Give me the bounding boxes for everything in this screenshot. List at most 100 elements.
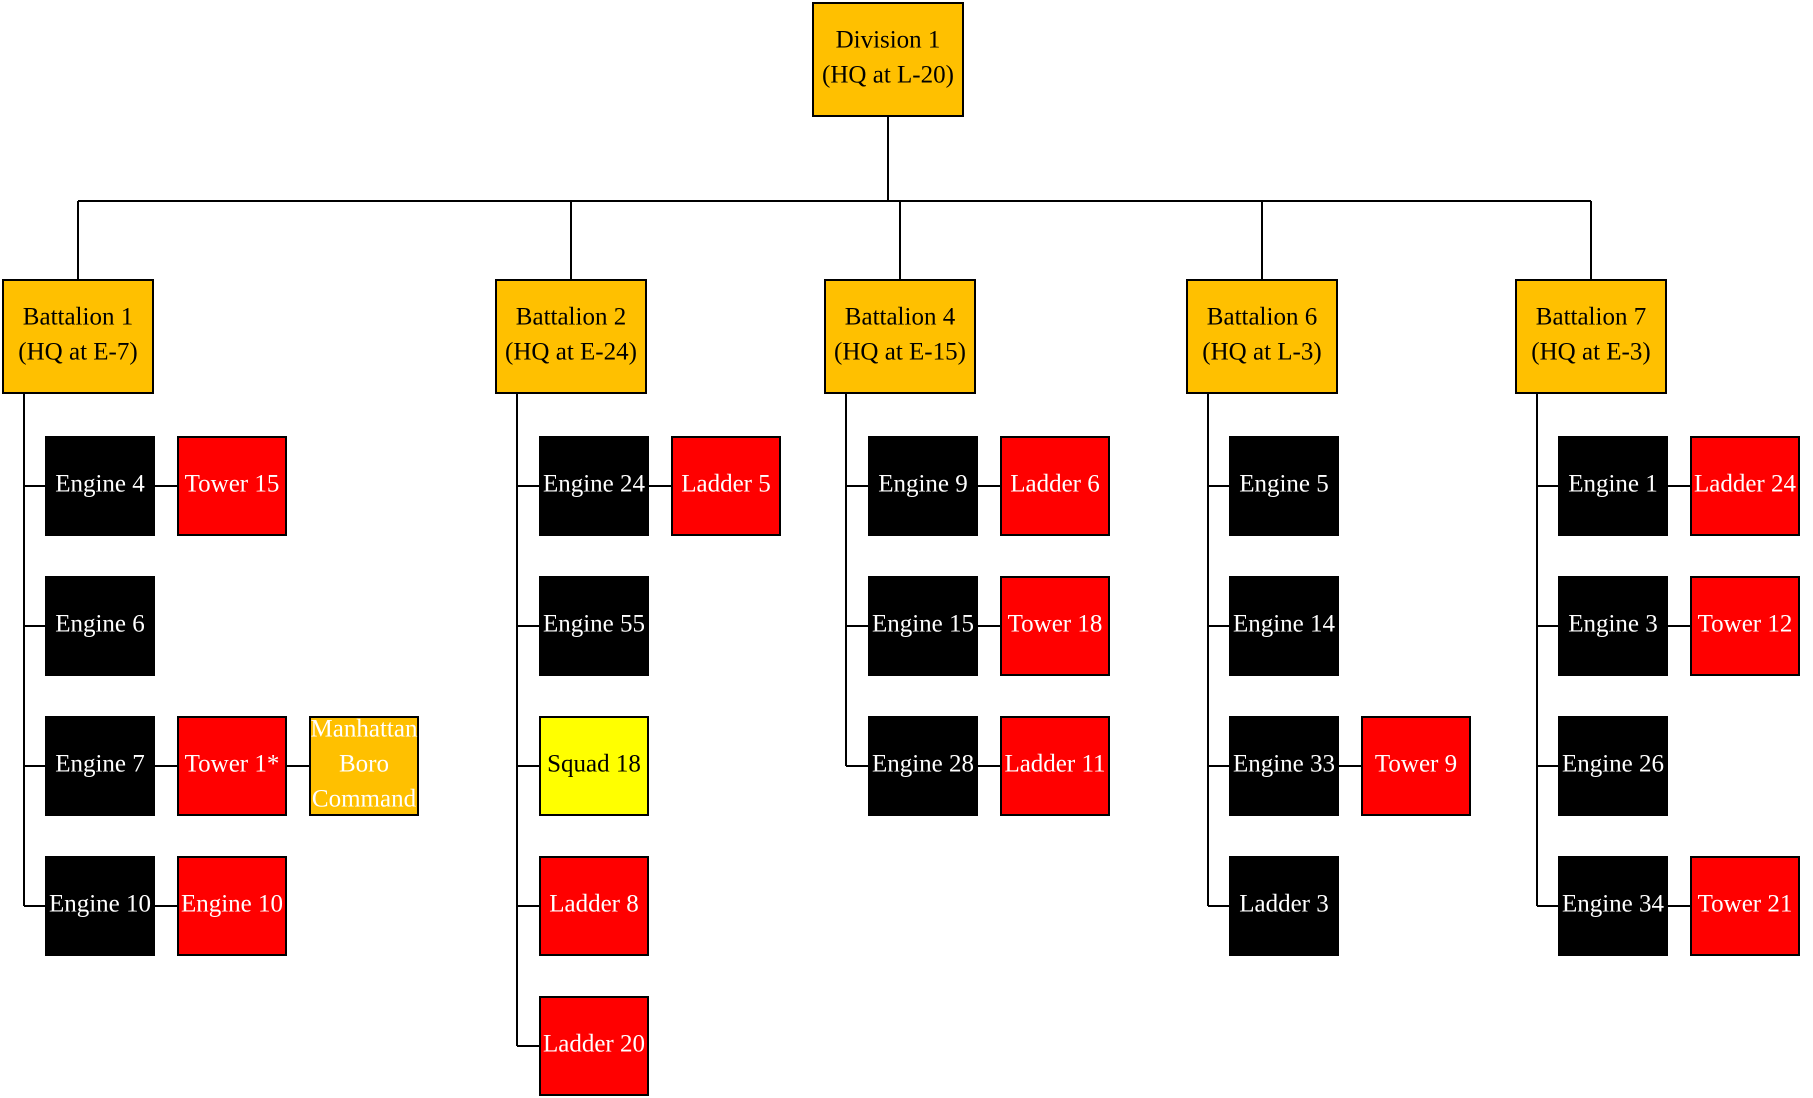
unit-tower-15: Tower 15 [177,436,287,536]
unit-engine-10: Engine 10 [177,856,287,956]
unit-tower-12-box [1690,576,1800,676]
unit-manhattan-boro-command-label: Command [312,786,417,813]
unit-ladder-5-label: Ladder 5 [681,471,771,498]
unit-engine-7: Engine 7 [45,716,155,816]
battalion-box-2-label: Battalion 2 [516,304,626,331]
unit-ladder-8-label: Ladder 8 [549,891,639,918]
unit-tower-18: Tower 18 [1000,576,1110,676]
battalion-box-1: Battalion 1 (HQ at E-7) [2,279,154,394]
unit-engine-24-box [539,436,649,536]
unit-engine-28-label: Engine 28 [872,751,974,778]
unit-squad-18: Squad 18 [539,716,649,816]
division-1-label: Division 1 [836,27,941,54]
unit-manhattan-boro-command-label: Manhattan [311,716,418,743]
unit-engine-34: Engine 34 [1558,856,1668,956]
battalion-box-2-label: (HQ at E-24) [505,339,637,366]
unit-ladder-24-box [1690,436,1800,536]
unit-tower-21: Tower 21 [1690,856,1800,956]
unit-tower-9-box [1361,716,1471,816]
unit-tower-21-label: Tower 21 [1698,891,1793,918]
battalion-box-2: Battalion 2 (HQ at E-24) [495,279,647,394]
unit-ladder-3-label: Ladder 3 [1239,891,1329,918]
unit-ladder-3-box [1229,856,1339,956]
unit-engine-10-label: Engine 10 [49,891,151,918]
unit-engine-55-box [539,576,649,676]
unit-tower-12: Tower 12 [1690,576,1800,676]
unit-ladder-11: Ladder 11 [1000,716,1110,816]
unit-engine-24: Engine 24 [539,436,649,536]
unit-engine-1-box [1558,436,1668,536]
battalion-box-4: Battalion 6 (HQ at L-3) [1186,279,1338,394]
unit-ladder-8: Ladder 8 [539,856,649,956]
unit-tower-9: Tower 9 [1361,716,1471,816]
unit-engine-15: Engine 15 [868,576,978,676]
battalion-box-4-label: Battalion 6 [1207,304,1317,331]
battalion-box-4-box [1186,279,1338,394]
unit-engine-26-box [1558,716,1668,816]
unit-engine-10-label: Engine 10 [181,891,283,918]
unit-engine-33-label: Engine 33 [1233,751,1335,778]
unit-manhattan-boro-command-box [309,716,419,816]
unit-tower-15-label: Tower 15 [185,471,280,498]
unit-ladder-24: Ladder 24 [1690,436,1800,536]
battalion-box-3-label: Battalion 4 [845,304,956,331]
unit-tower-9-label: Tower 9 [1375,751,1457,778]
unit-ladder-20-box [539,996,649,1096]
unit-engine-26-label: Engine 26 [1562,751,1664,778]
division-1-box [812,2,964,117]
unit-tower-1: Tower 1* [177,716,287,816]
battalion-box-1-label: Battalion 1 [23,304,133,331]
battalion-box-1-label: (HQ at E-7) [18,339,137,366]
unit-ladder-6-label: Ladder 6 [1010,471,1100,498]
unit-engine-55: Engine 55 [539,576,649,676]
battalion-box-5: Battalion 7 (HQ at E-3) [1515,279,1667,394]
battalion-box-5-label: (HQ at E-3) [1531,339,1650,366]
unit-engine-24-label: Engine 24 [543,471,646,498]
unit-engine-10-box [45,856,155,956]
unit-engine-6-label: Engine 6 [55,611,145,638]
battalion-box-4-label: (HQ at L-3) [1202,339,1321,366]
connector-lines [23,117,1690,1047]
battalion-box-3-box [824,279,976,394]
battalion-box-5-label: Battalion 7 [1536,304,1646,331]
unit-tower-15-box [177,436,287,536]
unit-engine-33-box [1229,716,1339,816]
unit-engine-15-label: Engine 15 [872,611,974,638]
unit-engine-4-label: Engine 4 [55,471,145,498]
unit-engine-5-box [1229,436,1339,536]
unit-engine-28: Engine 28 [868,716,978,816]
unit-tower-1-label: Tower 1* [185,751,280,778]
unit-engine-3-label: Engine 3 [1568,611,1658,638]
unit-ladder-20-label: Ladder 20 [543,1031,645,1058]
unit-engine-14: Engine 14 [1229,576,1339,676]
unit-engine-7-box [45,716,155,816]
unit-engine-14-label: Engine 14 [1233,611,1336,638]
unit-tower-18-box [1000,576,1110,676]
unit-engine-7-label: Engine 7 [55,751,145,778]
unit-ladder-3: Ladder 3 [1229,856,1339,956]
unit-tower-18-label: Tower 18 [1008,611,1103,638]
unit-squad-18-box [539,716,649,816]
battalion-box-1-box [2,279,154,394]
unit-ladder-6: Ladder 6 [1000,436,1110,536]
unit-manhattan-boro-command-label: Boro [339,751,389,778]
unit-tower-1-box [177,716,287,816]
unit-engine-1-label: Engine 1 [1568,471,1658,498]
unit-engine-15-box [868,576,978,676]
unit-ladder-11-box [1000,716,1110,816]
unit-engine-55-label: Engine 55 [543,611,645,638]
unit-engine-5: Engine 5 [1229,436,1339,536]
unit-engine-3-box [1558,576,1668,676]
division-1-label: (HQ at L-20) [822,62,954,89]
unit-ladder-8-box [539,856,649,956]
unit-engine-1: Engine 1 [1558,436,1668,536]
unit-engine-9: Engine 9 [868,436,978,536]
unit-engine-6: Engine 6 [45,576,155,676]
unit-ladder-24-label: Ladder 24 [1694,471,1797,498]
unit-engine-9-box [868,436,978,536]
unit-engine-34-box [1558,856,1668,956]
unit-engine-9-label: Engine 9 [878,471,968,498]
